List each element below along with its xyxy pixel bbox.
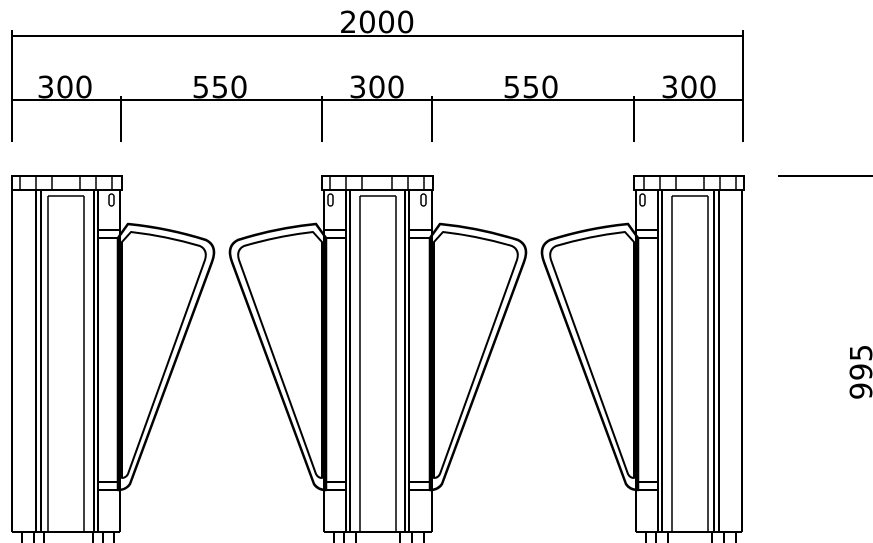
flap-wing-4: [540, 222, 659, 492]
overall-width-label: 2000: [339, 6, 415, 41]
cabinet-left: [11, 175, 123, 543]
segment-label-5: 300: [660, 71, 717, 106]
cabinet-middle: [321, 175, 434, 543]
segment-label-1: 300: [36, 71, 93, 106]
overall-dimension: 2000: [11, 6, 744, 142]
cabinet-right: [633, 175, 745, 543]
flap-wing-1: [97, 222, 216, 492]
segment-label-4: 550: [502, 71, 559, 106]
height-label: 995: [845, 343, 873, 400]
segment-label-3: 300: [348, 71, 405, 106]
segment-label-2: 550: [191, 71, 248, 106]
flap-wing-3: [408, 222, 528, 492]
height-dimension: 995: [778, 175, 873, 401]
segment-dimensions: 300 550 300 550 300: [12, 71, 743, 142]
flap-wing-2: [228, 222, 347, 492]
